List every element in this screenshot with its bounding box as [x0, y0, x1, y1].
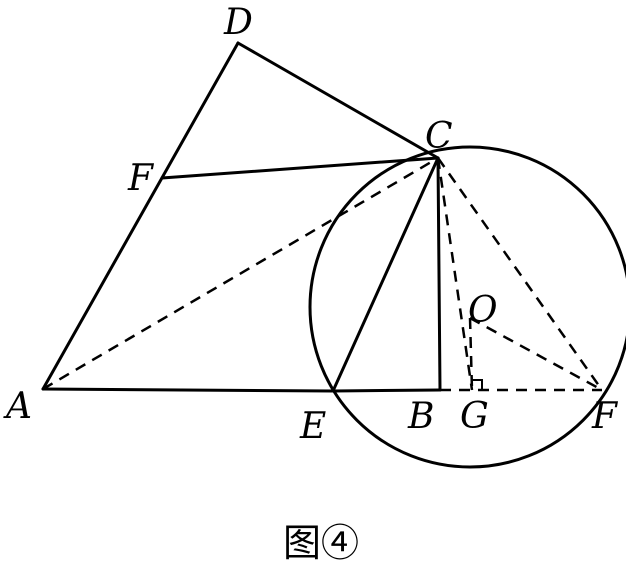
segment-fc	[160, 156, 440, 180]
segment-cb	[436, 156, 442, 392]
circle-o	[308, 145, 626, 469]
segment-cg-dashed	[436, 157, 474, 391]
segment-ad	[41, 41, 240, 391]
segment-dc	[236, 41, 440, 160]
segment-ae	[41, 387, 335, 393]
figure-caption: 图④	[283, 521, 359, 565]
segment-of-dashed	[469, 316, 603, 392]
label-d: D	[223, 2, 253, 43]
label-c: C	[425, 116, 453, 157]
label-e: E	[299, 406, 326, 447]
segment-eb	[331, 388, 442, 393]
segment-cf-dashed	[436, 157, 604, 391]
label-a: A	[3, 386, 32, 427]
right-angle-mark-g	[472, 379, 483, 390]
label-f-left: F	[127, 158, 155, 199]
label-f-right: F	[591, 396, 619, 437]
segment-ce	[331, 156, 440, 393]
label-b: B	[407, 396, 434, 437]
label-g: G	[460, 396, 489, 437]
segment-og-dashed	[468, 317, 474, 391]
segment-ac-dashed	[42, 156, 439, 391]
label-o: O	[468, 290, 498, 331]
